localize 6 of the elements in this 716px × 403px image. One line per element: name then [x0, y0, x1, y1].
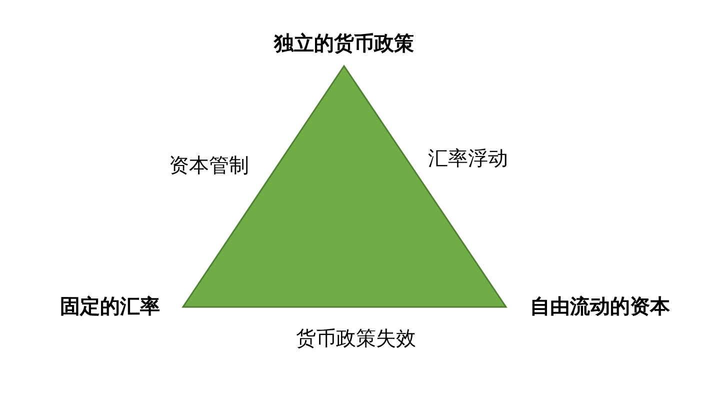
corner-label: 自由流动的资本: [530, 294, 670, 318]
side-label: 货币政策失效: [296, 326, 416, 350]
side-label: 资本管制: [169, 153, 249, 177]
corner-label: 独立的货币政策: [274, 31, 414, 55]
side-label: 汇率浮动: [428, 146, 508, 170]
corner-label: 固定的汇率: [60, 294, 160, 318]
